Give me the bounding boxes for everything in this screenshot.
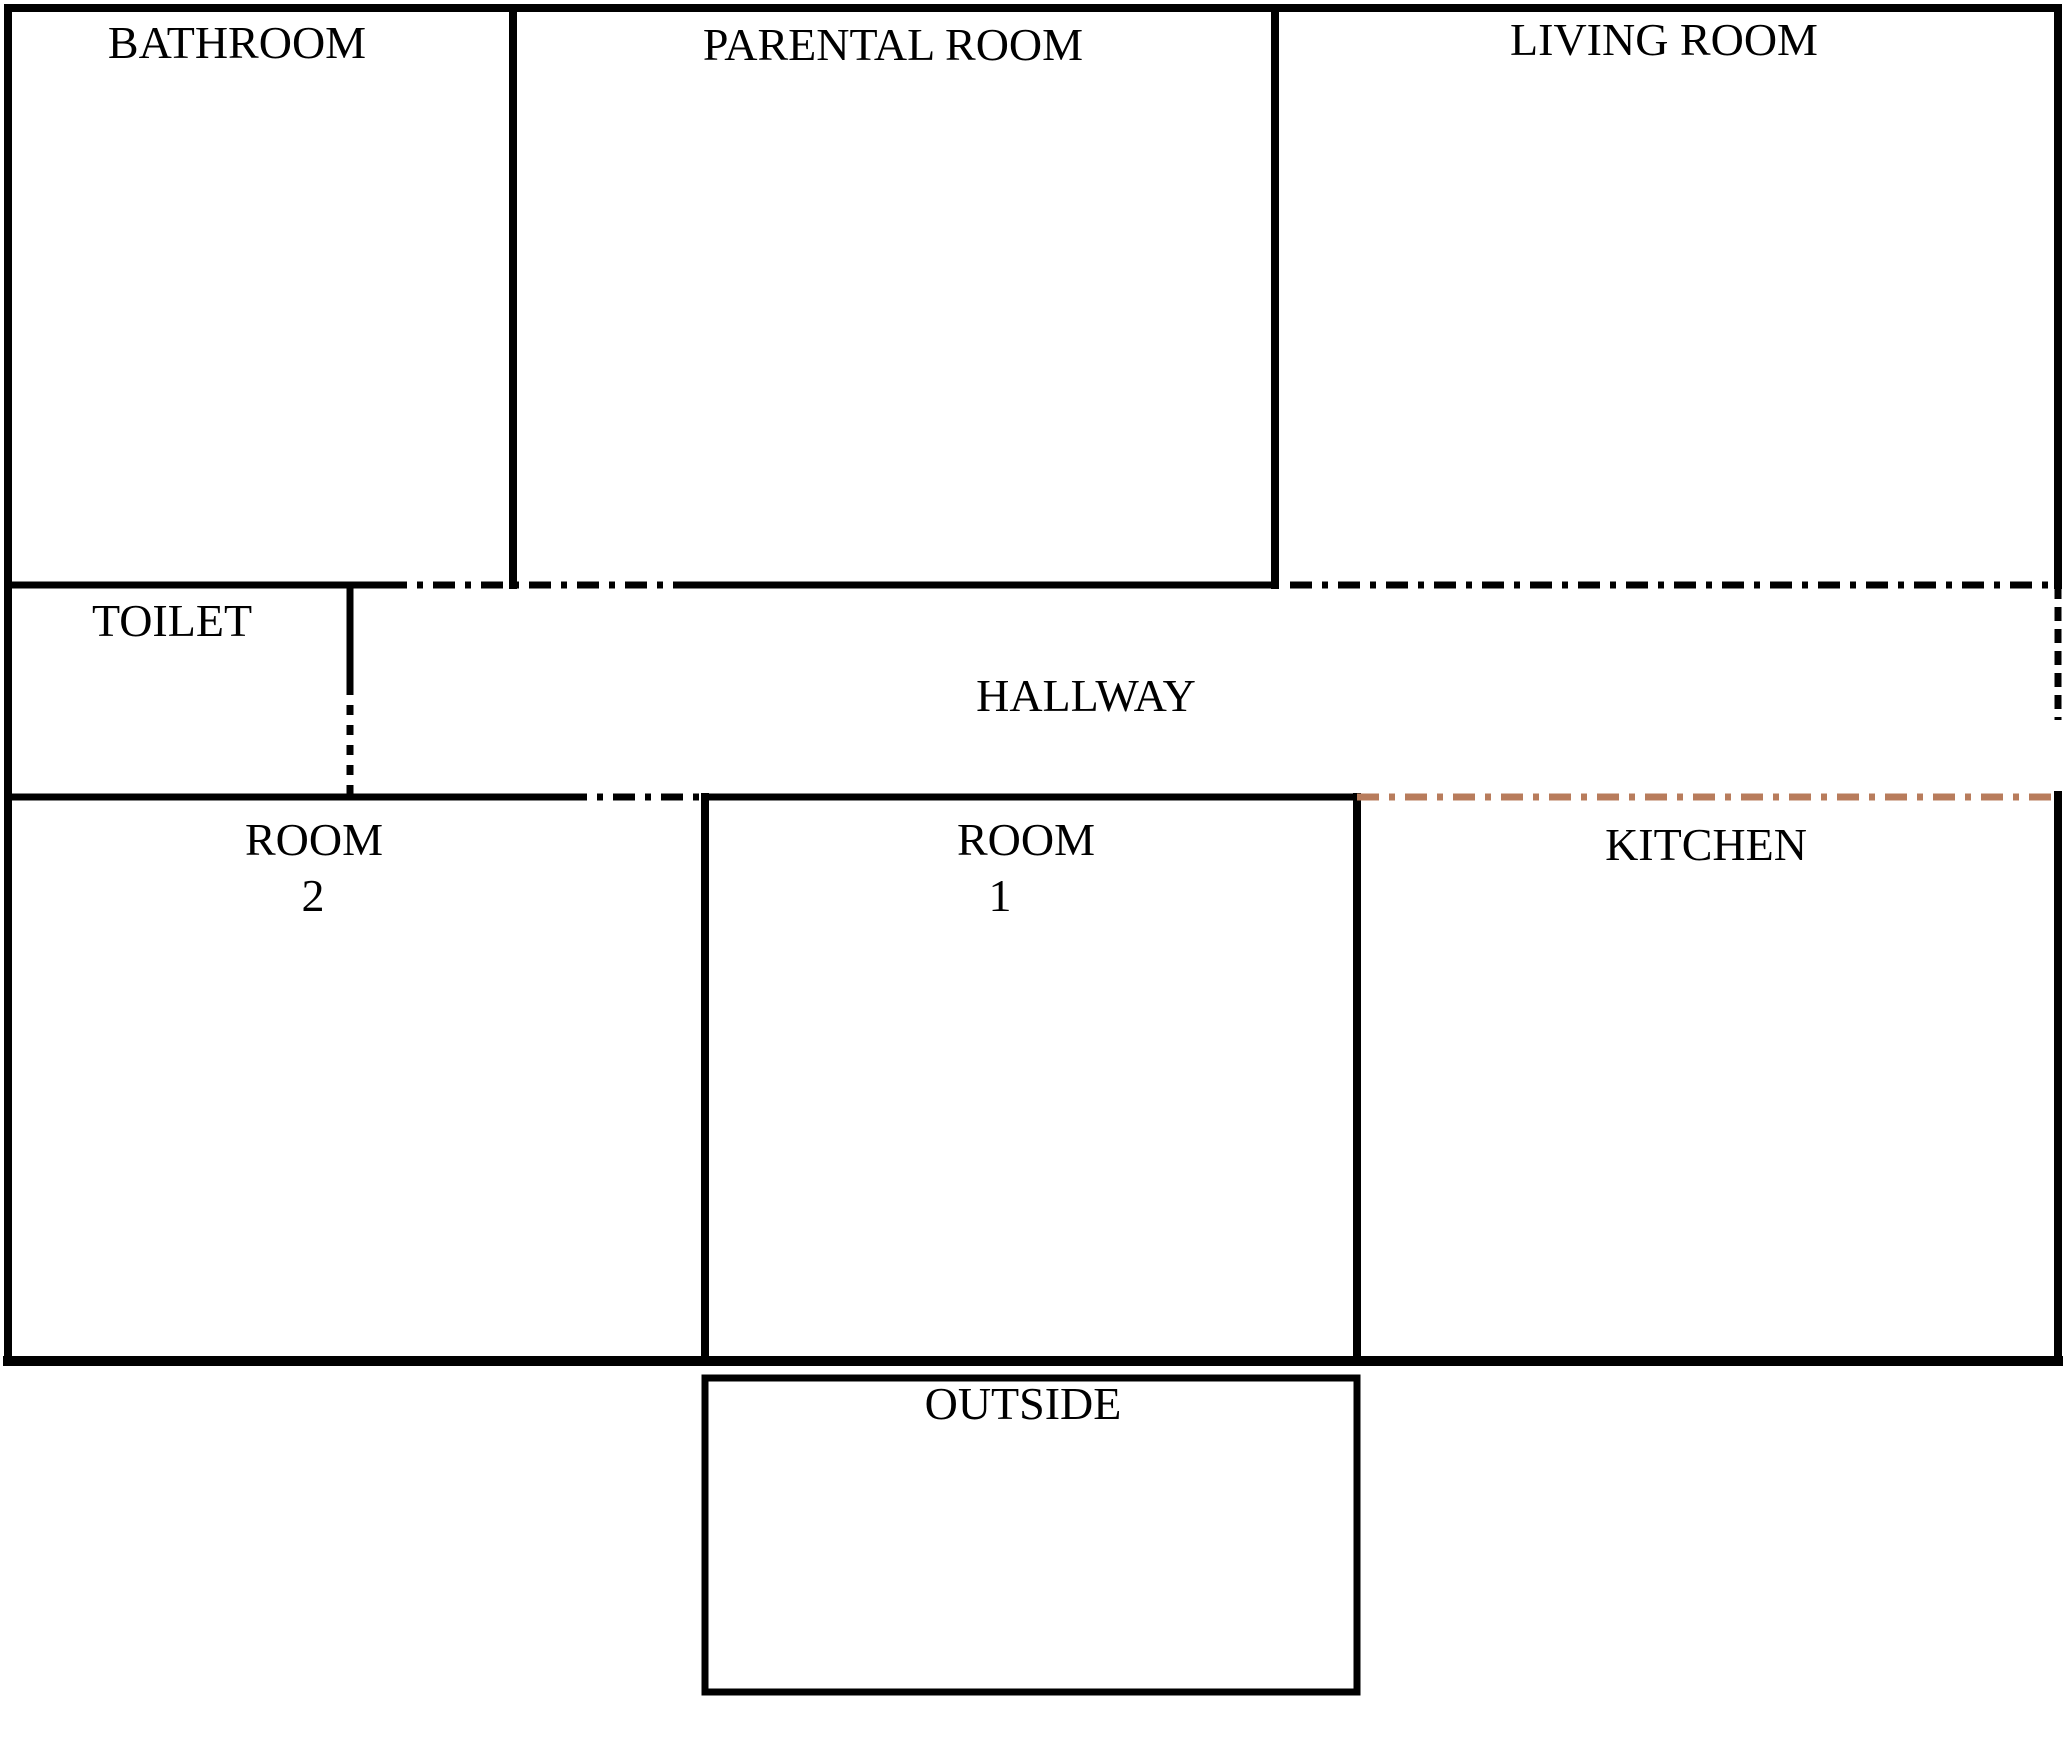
label-outside: OUTSIDE bbox=[925, 1378, 1122, 1429]
label-living-room: LIVING ROOM bbox=[1510, 14, 1818, 65]
label-toilet: TOILET bbox=[92, 595, 252, 646]
walls bbox=[3, 4, 2063, 1696]
label-parental-room: PARENTAL ROOM bbox=[703, 19, 1083, 70]
label-room2-line1: ROOM bbox=[245, 814, 383, 865]
label-kitchen: KITCHEN bbox=[1605, 819, 1807, 870]
outside-box bbox=[701, 1374, 1361, 1696]
label-hallway: HALLWAY bbox=[976, 670, 1196, 721]
label-room1-line1: ROOM bbox=[957, 814, 1095, 865]
label-bathroom: BATHROOM bbox=[108, 17, 366, 68]
label-room1-line2: 1 bbox=[989, 870, 1012, 921]
label-room2-line2: 2 bbox=[302, 870, 325, 921]
doorways bbox=[346, 581, 2062, 801]
labels: BATHROOM PARENTAL ROOM LIVING ROOM TOILE… bbox=[92, 14, 1818, 1429]
